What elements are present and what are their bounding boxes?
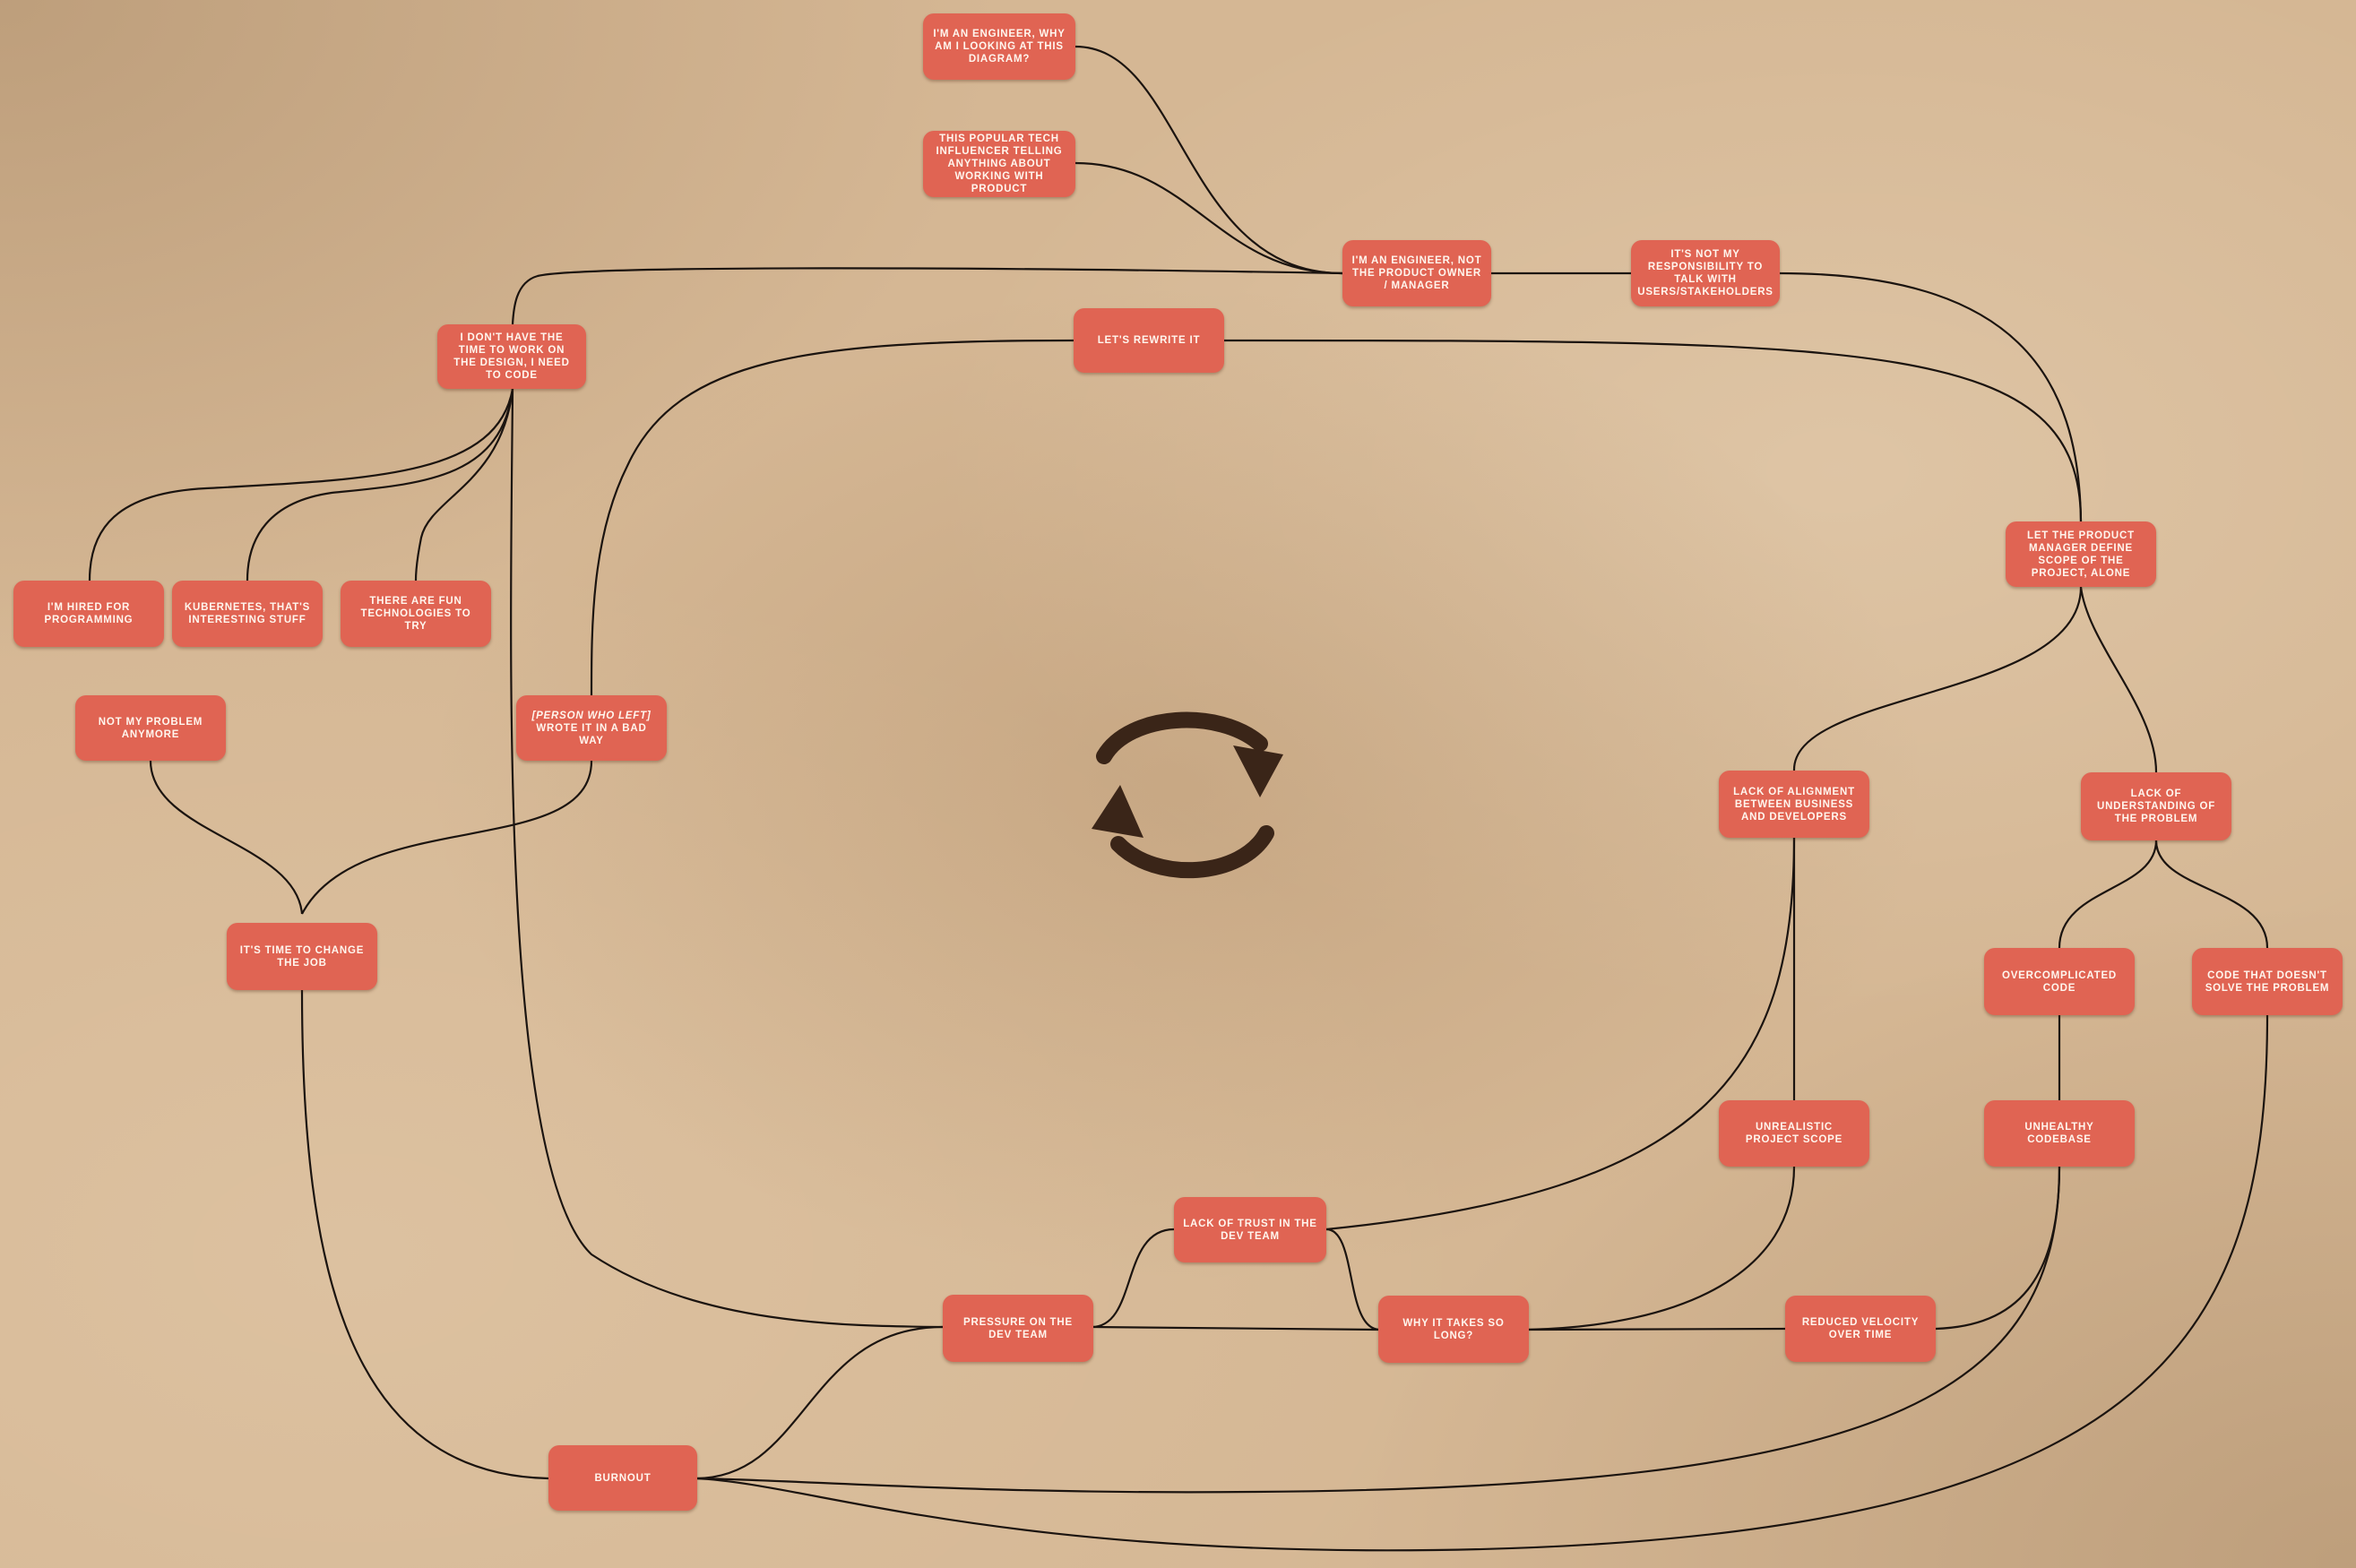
edge-no-time-to-pressure bbox=[510, 388, 944, 1329]
edge-alignment-to-lack-trust bbox=[1325, 837, 1796, 1231]
edge-reduced-velocity-to-why-long bbox=[1526, 1327, 1788, 1331]
edge-no-time-to-fun-tech bbox=[414, 388, 514, 582]
edge-understanding-to-not-solve bbox=[2154, 840, 2269, 949]
node-fun-technologies: There are fun technologies to try bbox=[341, 581, 491, 647]
edge-rewrite-to-pm bbox=[1223, 339, 2083, 522]
node-engineer-why: I'm an engineer, why am I looking at thi… bbox=[923, 13, 1075, 80]
node-lack-of-trust: Lack of trust in the dev team bbox=[1174, 1197, 1326, 1262]
person-who-left-placeholder: [Person who left] bbox=[531, 710, 652, 721]
node-unhealthy-codebase: Unhealthy codebase bbox=[1984, 1100, 2135, 1167]
node-lack-of-alignment: Lack of alignment between business and d… bbox=[1719, 771, 1869, 838]
edge-not-solve-to-burnout bbox=[695, 1014, 2269, 1552]
edge-influencer-to-not-po bbox=[1074, 161, 1343, 275]
edge-change-job-to-burnout bbox=[300, 989, 549, 1480]
node-pm-defines-scope: Let the product manager define scope of … bbox=[2006, 521, 2156, 587]
node-kubernetes: Kubernetes, that's interesting stuff bbox=[172, 581, 323, 647]
edge-pressure-to-why-long bbox=[1091, 1325, 1381, 1331]
node-no-time-for-design: I don't have the time to work on the des… bbox=[437, 324, 586, 389]
edge-pm-to-understanding bbox=[2079, 586, 2158, 773]
edge-engineer-why-to-not-po bbox=[1074, 45, 1343, 275]
node-lack-of-understanding: Lack of understanding of the problem bbox=[2081, 772, 2231, 840]
node-pressure-on-team: Pressure on the dev team bbox=[943, 1295, 1093, 1362]
node-overcomplicated-code: Overcomplicated code bbox=[1984, 948, 2135, 1015]
node-not-product-owner: I'm an engineer, not the product owner /… bbox=[1342, 240, 1491, 306]
edge-pm-to-alignment bbox=[1792, 586, 2083, 771]
node-burnout: Burnout bbox=[548, 1445, 697, 1511]
node-reduced-velocity: Reduced velocity over time bbox=[1785, 1296, 1936, 1362]
edge-not-my-problem-to-change-job bbox=[149, 760, 304, 915]
edge-unhealthy-to-reduced-velocity bbox=[1935, 1166, 2061, 1331]
node-influencer: This popular tech influencer telling any… bbox=[923, 131, 1075, 197]
edge-rewrite-to-person-left bbox=[590, 339, 1074, 696]
node-not-my-responsibility: It's not my responsibility to talk with … bbox=[1631, 240, 1780, 306]
node-hired-for-programming: I'm hired for programming bbox=[13, 581, 164, 647]
edge-person-left-to-change-job bbox=[301, 760, 593, 915]
edge-why-long-to-lack-trust bbox=[1325, 1228, 1381, 1331]
node-why-so-long: Why it takes so long? bbox=[1378, 1296, 1529, 1363]
edge-not-my-resp-to-pm bbox=[1779, 271, 2083, 522]
node-change-job: It's time to change the job bbox=[227, 923, 377, 990]
node-not-my-problem: Not my problem anymore bbox=[75, 695, 226, 761]
edge-pressure-to-burnout bbox=[695, 1325, 944, 1480]
node-person-who-left: [Person who left] wrote it in a bad way bbox=[516, 695, 667, 761]
edge-no-time-to-hired bbox=[88, 388, 514, 582]
edge-unhealthy-to-burnout bbox=[695, 1166, 2061, 1494]
node-code-not-solving: Code that doesn't solve the problem bbox=[2192, 948, 2343, 1015]
node-lets-rewrite: Let's rewrite it bbox=[1074, 308, 1224, 373]
edge-unrealistic-to-why-long bbox=[1526, 1166, 1796, 1331]
node-unrealistic-scope: Unrealistic project scope bbox=[1719, 1100, 1869, 1167]
edge-not-po-to-no-time bbox=[511, 267, 1343, 325]
edge-understanding-to-overcomplicated bbox=[2058, 840, 2158, 949]
refresh-cycle-icon bbox=[1092, 711, 1283, 879]
edge-no-time-to-kubernetes bbox=[246, 388, 514, 582]
edge-lack-trust-to-pressure bbox=[1091, 1228, 1175, 1329]
